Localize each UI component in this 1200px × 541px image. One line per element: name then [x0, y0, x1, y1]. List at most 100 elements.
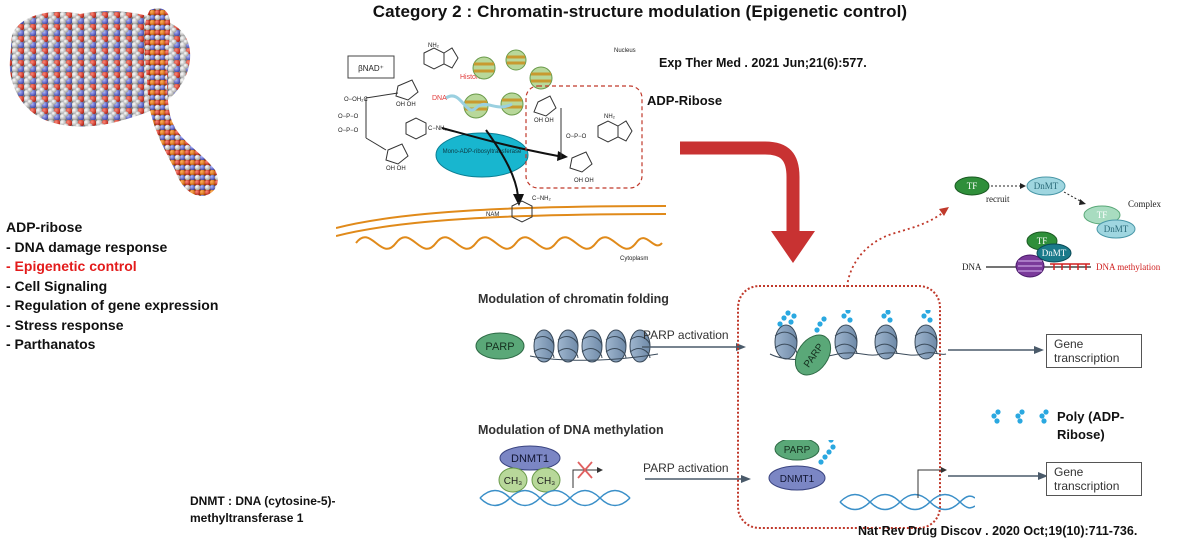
endoplasmic-reticulum: [355, 236, 663, 250]
gene-box-line2: transcription: [1054, 479, 1120, 493]
chromatin-section-heading: Modulation of chromatin folding: [478, 292, 669, 306]
parp-active: [794, 334, 832, 376]
dnmt-footnote: DNMT : DNA (cytosine-5)- methyltransfera…: [190, 493, 336, 527]
nam-label: NAM: [486, 212, 499, 218]
gene-box-line1: Gene: [1054, 337, 1084, 351]
chromatin-gene-transcription-box: Gene transcription: [1046, 334, 1142, 368]
cytoplasm-label: Cytoplasm: [620, 256, 648, 262]
methylation-gene-transcription-box: Gene transcription: [1046, 462, 1142, 496]
nam-release-arrow: [485, 129, 519, 197]
methyl-marks: [1050, 263, 1090, 270]
svg-text:O−P−O: O−P−O: [566, 134, 587, 140]
svg-text:OH OH: OH OH: [386, 166, 406, 172]
list-item-highlighted: - Epigenetic control: [6, 258, 137, 274]
adp-ribosylation-mechanism-diagram: βNAD⁺ NH₂ O−OH₂C O−P−O O−P−O C−NH₂ OH OH…: [336, 43, 666, 262]
ch3-label: CH₃: [504, 476, 523, 487]
bound-dnmt-ellipse: [1036, 243, 1072, 263]
reaction-arrow: [441, 127, 559, 157]
dotted-connector: [846, 207, 949, 288]
adp-ribose-highlight-box: [525, 85, 643, 189]
parp-outcomes-highlight: [737, 285, 941, 529]
dnmt1-inactive: [499, 445, 561, 471]
complex-dnmt-ellipse: [1096, 219, 1136, 239]
tf-label: TF: [967, 181, 978, 191]
dnmt1-active: [768, 465, 826, 491]
histones-label: Histones: [460, 74, 488, 81]
nad-label-box: [347, 55, 395, 79]
svg-text:OH OH: OH OH: [396, 102, 416, 108]
svg-text:OH OH: OH OH: [534, 118, 554, 124]
nuclear-membrane: [336, 205, 666, 229]
dna-methylation-label: DNA methylation: [1096, 262, 1161, 272]
protein-structure-image: [9, 8, 218, 197]
methylation-output-arrow: [948, 472, 1048, 480]
adp-ribose-molecule: [533, 95, 633, 173]
svg-text:NH₂: NH₂: [428, 43, 440, 49]
ch3-label-2: CH₃: [537, 476, 556, 487]
parp-methylation: [774, 440, 820, 461]
parp-inactive: [475, 332, 525, 360]
parp-methylation-label: PARP: [784, 445, 811, 456]
nad-label: βNAD⁺: [358, 64, 384, 73]
dna-methylation-diagram: DNMT1 CH₃ CH₃ PARP DNMT1: [479, 440, 975, 511]
dnmt-label: DnMT: [1034, 181, 1059, 191]
svg-text:NH₂: NH₂: [604, 114, 616, 120]
dna-label: DNA: [432, 95, 447, 102]
tf-ellipse: [954, 176, 990, 196]
list-item: - Cell Signaling: [6, 277, 108, 294]
svg-text:C−NH₂: C−NH₂: [532, 196, 552, 202]
dna-label: DNA: [962, 262, 982, 272]
adp-ribose-function-list: ADP-ribose - DNA damage response - Epige…: [6, 218, 218, 355]
list-item: - Stress response: [6, 316, 124, 333]
relaxed-chromatin: [769, 324, 947, 360]
par-legend-icon: [991, 409, 1049, 424]
gene-box-line1: Gene: [1054, 465, 1084, 479]
list-item: - DNA damage response: [6, 238, 168, 255]
complex-dnmt-label: DnMT: [1104, 224, 1129, 234]
methylation-section-heading: Modulation of DNA methylation: [478, 423, 664, 437]
footnote-line2: methyltransferase 1: [190, 511, 304, 525]
dnmt1-active-label: DNMT1: [780, 474, 815, 485]
footnote-line1: DNMT : DNA (cytosine-5)-: [190, 494, 336, 508]
nuclear-membrane-inner: [336, 213, 666, 237]
gene-box-line2: transcription: [1054, 351, 1120, 365]
list-heading: ADP-ribose: [6, 219, 83, 235]
ch3-group: [498, 467, 528, 493]
blocked-mark: [577, 461, 593, 479]
adp-ribose-label: ADP-Ribose: [647, 93, 723, 108]
chromatin-activation-label: PARP activation: [643, 328, 729, 342]
dna-helix-left: [479, 489, 631, 507]
nad-molecule: [365, 47, 459, 165]
dna-helix-right: [839, 493, 975, 511]
svg-text:OH OH: OH OH: [574, 178, 594, 184]
list-item: - Regulation of gene expression: [6, 297, 219, 313]
par-chains: [777, 310, 933, 333]
ch3-group-2: [531, 467, 561, 493]
dnmt-ellipse: [1026, 176, 1066, 196]
reference-bottom: Nat Rev Drug Discov . 2020 Oct;19(10):71…: [858, 524, 1138, 538]
svg-text:O−OH₂C: O−OH₂C: [344, 97, 369, 103]
complex-tf-label: TF: [1097, 210, 1108, 220]
bound-dnmt-label: DnMT: [1042, 248, 1067, 258]
flow-arrow: [680, 141, 815, 263]
par-chain-methylation: [818, 440, 836, 465]
complex-label: Complex: [1128, 199, 1161, 209]
nucleus-label: Nucleus: [614, 48, 636, 54]
chromatin-folding-diagram: PARP PARP: [475, 310, 1044, 376]
methylation-activation-label: PARP activation: [643, 461, 729, 475]
enzyme-label: Mono-ADP-ribosyltransferase: [443, 149, 522, 155]
nucleosome-cluster: [445, 49, 553, 119]
svg-text:O−P−O: O−P−O: [338, 114, 359, 120]
parp-inactive-label: PARP: [485, 341, 514, 353]
dnmt1-inactive-label: DNMT1: [511, 453, 549, 465]
recruit-label: recruit: [986, 194, 1010, 204]
list-item: - Parthanatos: [6, 336, 96, 352]
tf-dnmt-complex-diagram: TF recruit DnMT Complex TF DnMT TF DnMT …: [954, 176, 1161, 278]
reference-top: Exp Ther Med . 2021 Jun;21(6):577.: [659, 56, 867, 70]
svg-text:C−NH₂: C−NH₂: [428, 126, 448, 132]
compact-chromatin: [529, 329, 659, 363]
bound-tf-label: TF: [1037, 236, 1048, 246]
page-title: Category 2 : Chromatin-structure modulat…: [372, 2, 908, 21]
par-legend-label: Poly (ADP-Ribose): [1057, 409, 1125, 442]
svg-text:O−P−O: O−P−O: [338, 128, 359, 134]
